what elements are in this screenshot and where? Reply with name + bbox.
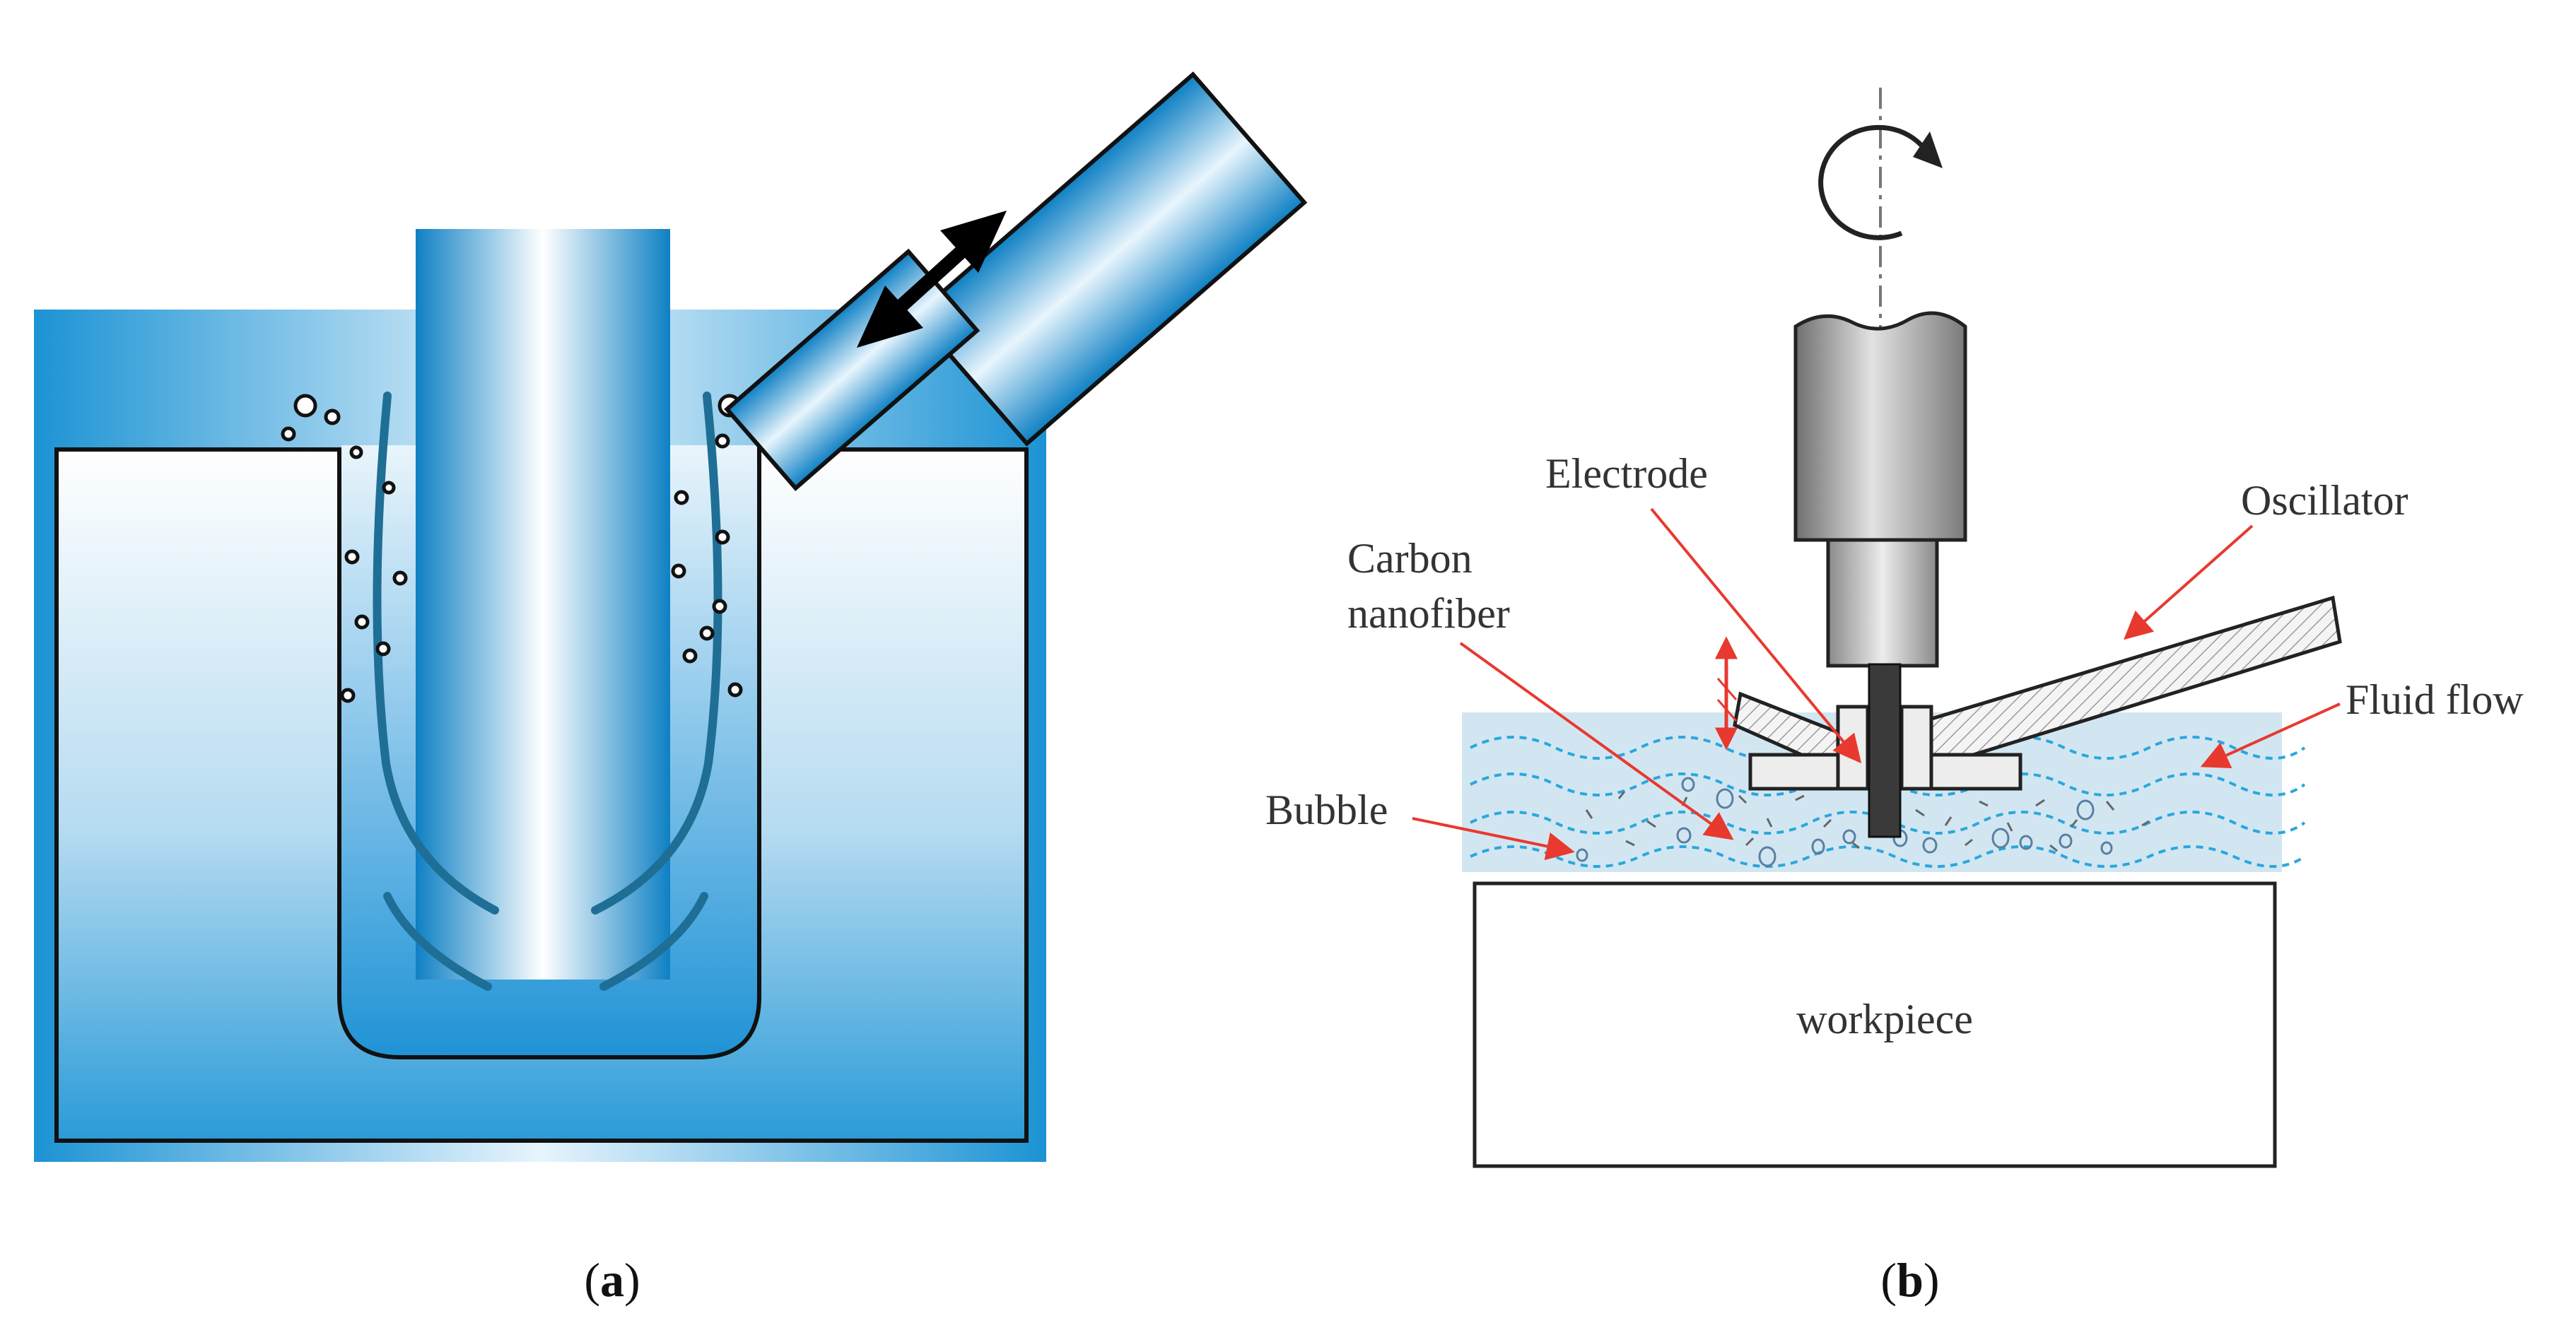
nozzle-block-left [1836, 705, 1870, 791]
label-oscillator: Oscillator [2241, 477, 2408, 524]
workpiece-block [1473, 881, 2277, 1168]
ultrasonic-probe [912, 71, 1308, 447]
flow-curves [373, 392, 722, 991]
oscillation-arrow [1714, 636, 1738, 751]
label-electrode: Electrode [1545, 450, 1708, 497]
carbon-nanofibers [1585, 772, 2150, 852]
vibration-arrow [857, 211, 1007, 348]
label-workpiece: workpiece [1796, 996, 1973, 1042]
label-fluid-flow: Fluid flow [2346, 676, 2524, 723]
spindle-collet [1826, 538, 1939, 668]
electrode [1868, 663, 1902, 838]
probe-horn [724, 248, 980, 491]
label-carbon: Carbon [1347, 535, 1473, 582]
leader-arrows [1412, 507, 2341, 861]
caption-a: (a) [584, 1253, 640, 1307]
panel-a-ultrasonic-tank [34, 71, 1308, 1162]
label-bubble: Bubble [1265, 787, 1388, 833]
label-nanofiber: nanofiber [1347, 590, 1510, 637]
caption-b: (b) [1880, 1253, 1939, 1307]
nozzle-block-right [1899, 705, 1933, 791]
panel-b-emm-setup: workpiece Electrode Oscillator Carbon na… [1265, 88, 2524, 1168]
fluid-flow-lines [1470, 736, 2306, 868]
tool-rod [416, 229, 670, 980]
rotation-icon [1818, 124, 1926, 240]
spindle-body [1793, 311, 1967, 542]
